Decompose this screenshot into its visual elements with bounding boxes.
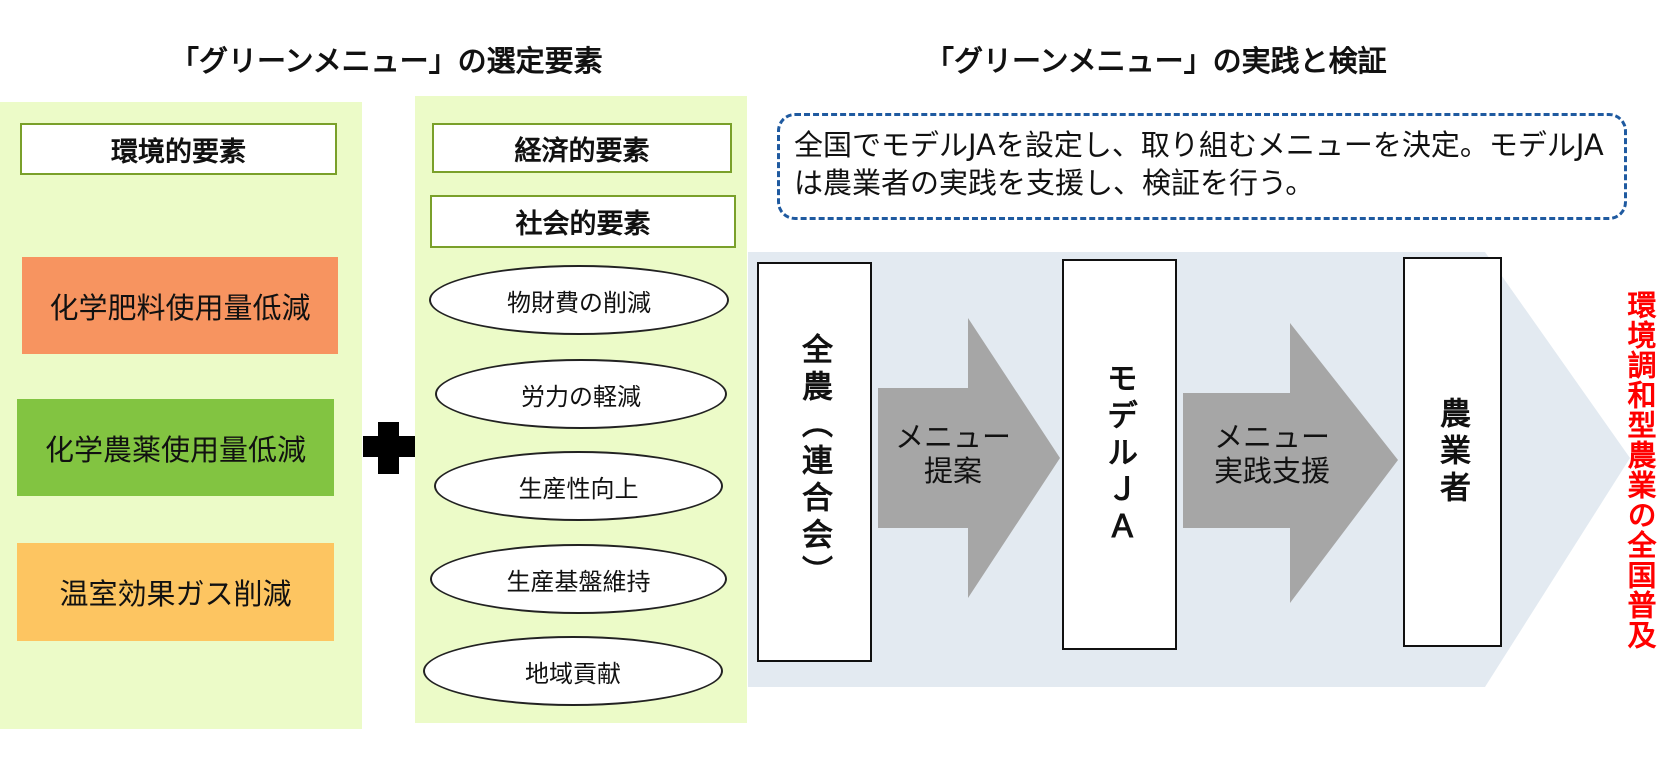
menu-proposal-line1: メニュー <box>894 420 1011 454</box>
regional-contribution-oval: 地域貢献 <box>423 636 723 706</box>
labor-reduction-oval: 労力の軽減 <box>435 359 727 429</box>
ghg-reduction-box: 温室効果ガス削減 <box>17 543 334 641</box>
menu-proposal-line2: 提案 <box>923 454 982 488</box>
pesticide-reduction-box: 化学農薬使用量低減 <box>17 399 334 496</box>
result-text: 環境調和型農業の全国普及 <box>1623 290 1657 650</box>
zennoh-label: 全農（連合会） <box>796 332 832 592</box>
production-base-oval: 生産基盤維持 <box>430 544 727 614</box>
menu-support-line1: メニュー <box>1213 420 1330 454</box>
practice-heading: 「グリーンメニュー」の実践と検証 <box>925 44 1387 78</box>
menu-support-label: メニュー 実践支援 <box>1197 420 1347 488</box>
menu-proposal-arrow <box>878 318 1060 598</box>
farmer-label: 農業者 <box>1434 396 1470 508</box>
menu-support-arrow <box>1183 323 1398 603</box>
economic-title: 経済的要素 <box>432 123 732 173</box>
fertilizer-reduction-box: 化学肥料使用量低減 <box>22 257 338 354</box>
productivity-oval: 生産性向上 <box>434 451 723 521</box>
selection-heading: 「グリーンメニュー」の選定要素 <box>170 44 603 78</box>
material-cost-oval: 物財費の削減 <box>429 265 729 335</box>
social-title: 社会的要素 <box>430 195 736 248</box>
zennoh-box: 全農（連合会） <box>757 262 872 662</box>
callout-text: 全国でモデルJAを設定し、取り組むメニューを決定。モデルJAは農業者の実践を支援… <box>777 113 1627 220</box>
menu-proposal-label: メニュー 提案 <box>888 420 1018 488</box>
environmental-title: 環境的要素 <box>20 123 337 175</box>
model-ja-label: モデルＪＡ <box>1101 362 1137 547</box>
plus-icon-bar <box>363 436 415 457</box>
farmer-box: 農業者 <box>1403 257 1502 647</box>
menu-support-line2: 実践支援 <box>1213 454 1330 488</box>
model-ja-box: モデルＪＡ <box>1062 259 1177 650</box>
